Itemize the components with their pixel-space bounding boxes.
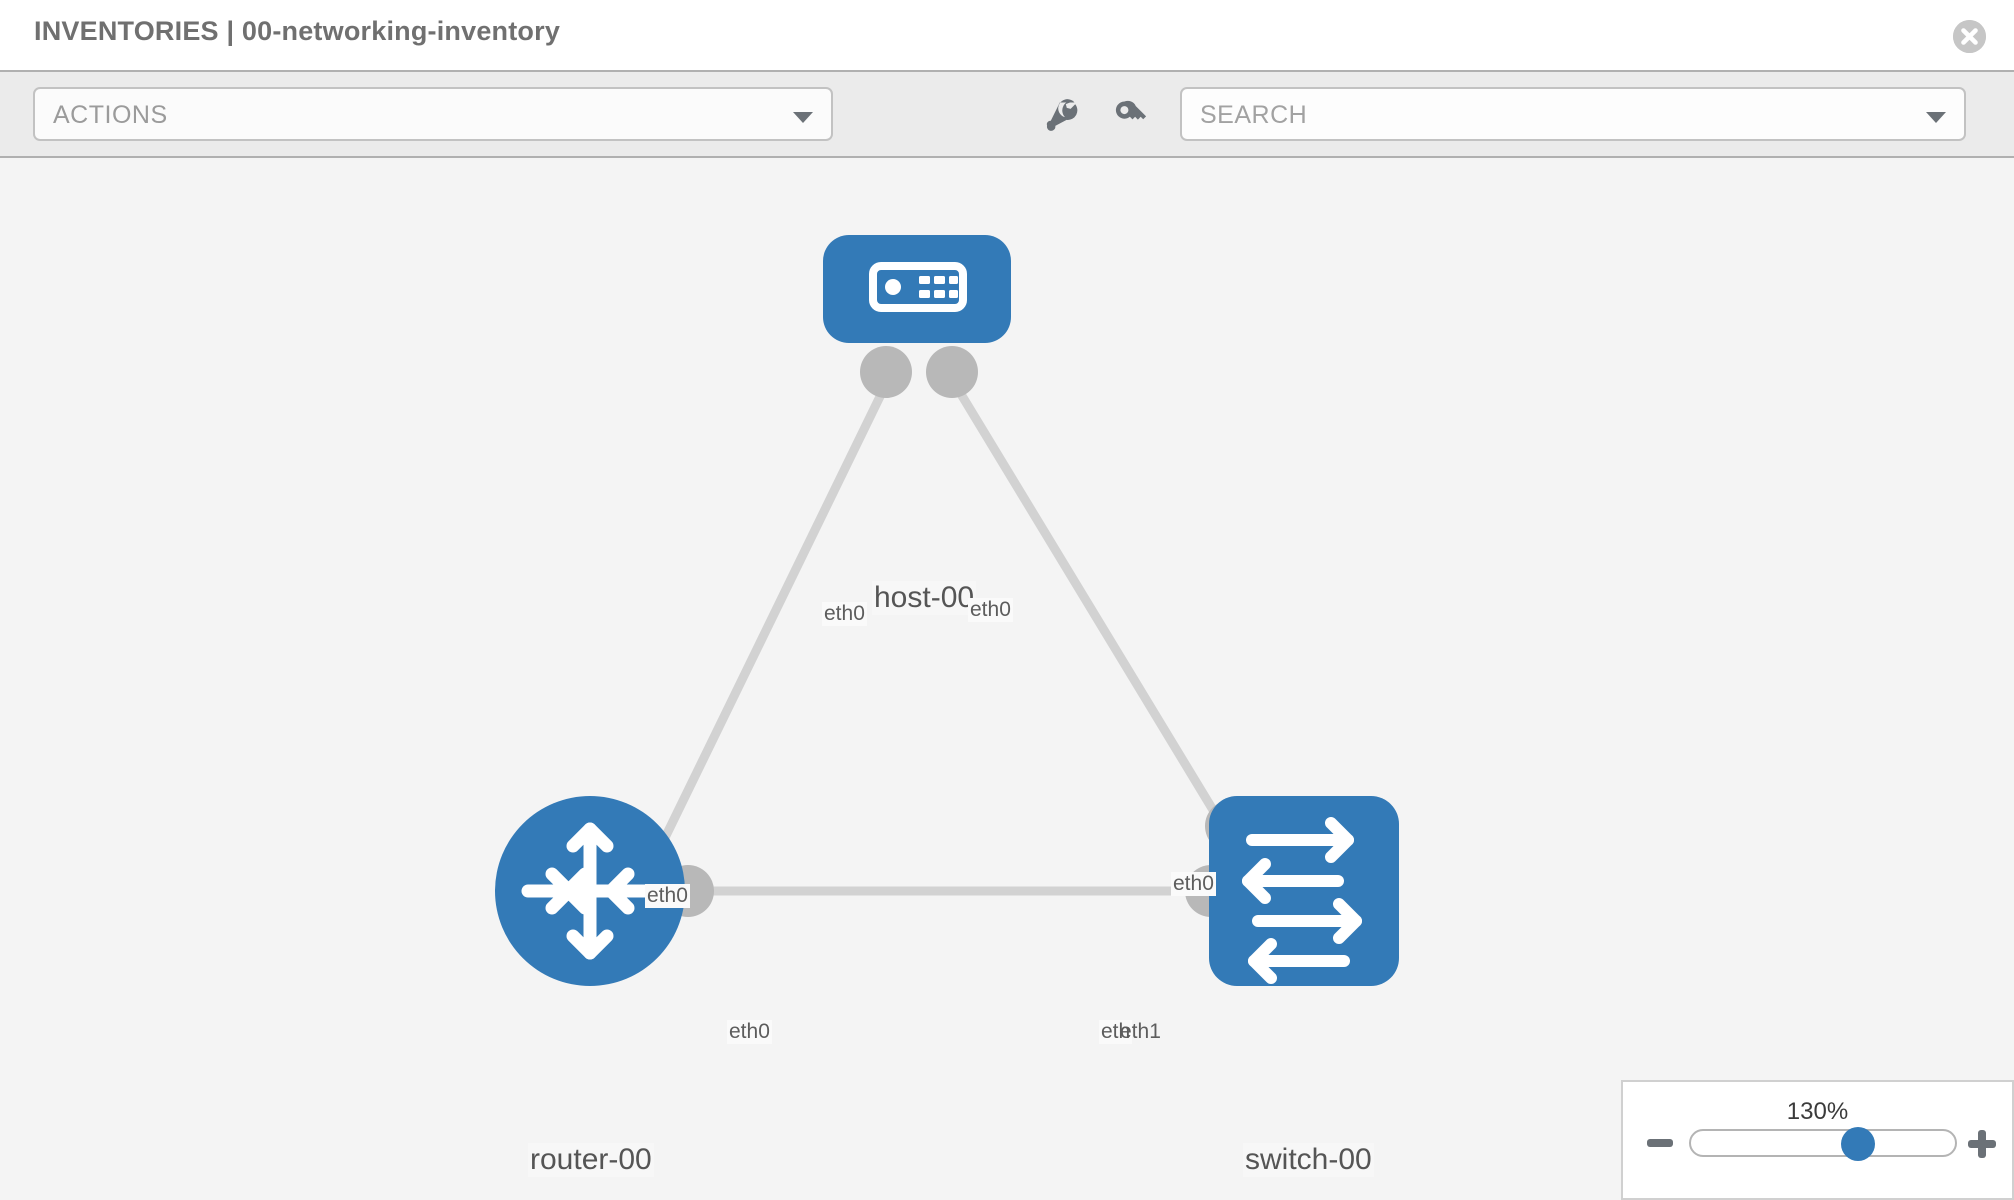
actions-dropdown[interactable]: ACTIONS <box>33 87 833 141</box>
port-label: eth0 <box>1171 872 1216 896</box>
server-icon <box>869 262 967 312</box>
port-label: eth0 <box>727 1020 772 1044</box>
port-label: eth1 <box>1120 1020 1161 1043</box>
edge-host-router <box>655 371 895 853</box>
page-header: INVENTORIES | 00-networking-inventory <box>0 0 2014 70</box>
port-label: eth <box>1099 1020 1133 1044</box>
node-host-00[interactable] <box>823 235 1011 343</box>
search-input[interactable]: SEARCH <box>1180 87 1966 141</box>
search-placeholder-label: SEARCH <box>1200 101 1308 129</box>
switch-arrows-icon <box>1242 817 1362 984</box>
toolbar: ACTIONS SEARCH <box>0 70 2014 158</box>
port-stub <box>662 346 1257 917</box>
actions-dropdown-label: ACTIONS <box>53 101 168 129</box>
zoom-slider-track[interactable] <box>1689 1129 1957 1157</box>
port-label: eth0 <box>968 598 1013 622</box>
node-label-host-00: host-00 <box>872 581 977 615</box>
port-label: eth0 <box>822 602 867 626</box>
wrench-icon[interactable] <box>1040 92 1084 136</box>
chevron-down-icon <box>793 112 813 123</box>
close-icon[interactable] <box>1953 20 1986 53</box>
topology-canvas[interactable]: host-00 router-00 switch-00 eth0 eth0 et… <box>0 158 2014 1200</box>
node-label-router-00: router-00 <box>528 1143 654 1177</box>
edge-host-switch <box>945 371 1235 843</box>
zoom-slider[interactable] <box>1689 1127 1957 1161</box>
chevron-down-icon[interactable] <box>1926 112 1946 123</box>
node-router-00[interactable] <box>495 796 685 986</box>
zoom-control-panel: 130% <box>1621 1080 2014 1200</box>
port-label: eth0 <box>645 884 690 908</box>
node-switch-00[interactable] <box>1209 796 1399 986</box>
zoom-level-value: 130% <box>1786 1098 1849 1125</box>
topology-graph <box>495 235 1399 986</box>
page-title: INVENTORIES | 00-networking-inventory <box>34 16 561 46</box>
zoom-slider-thumb[interactable] <box>1841 1127 1876 1161</box>
zoom-out-button[interactable] <box>1647 1139 1673 1147</box>
zoom-in-button[interactable] <box>1968 1130 1996 1158</box>
key-icon[interactable] <box>1108 92 1152 136</box>
node-label-switch-00: switch-00 <box>1243 1143 1374 1177</box>
